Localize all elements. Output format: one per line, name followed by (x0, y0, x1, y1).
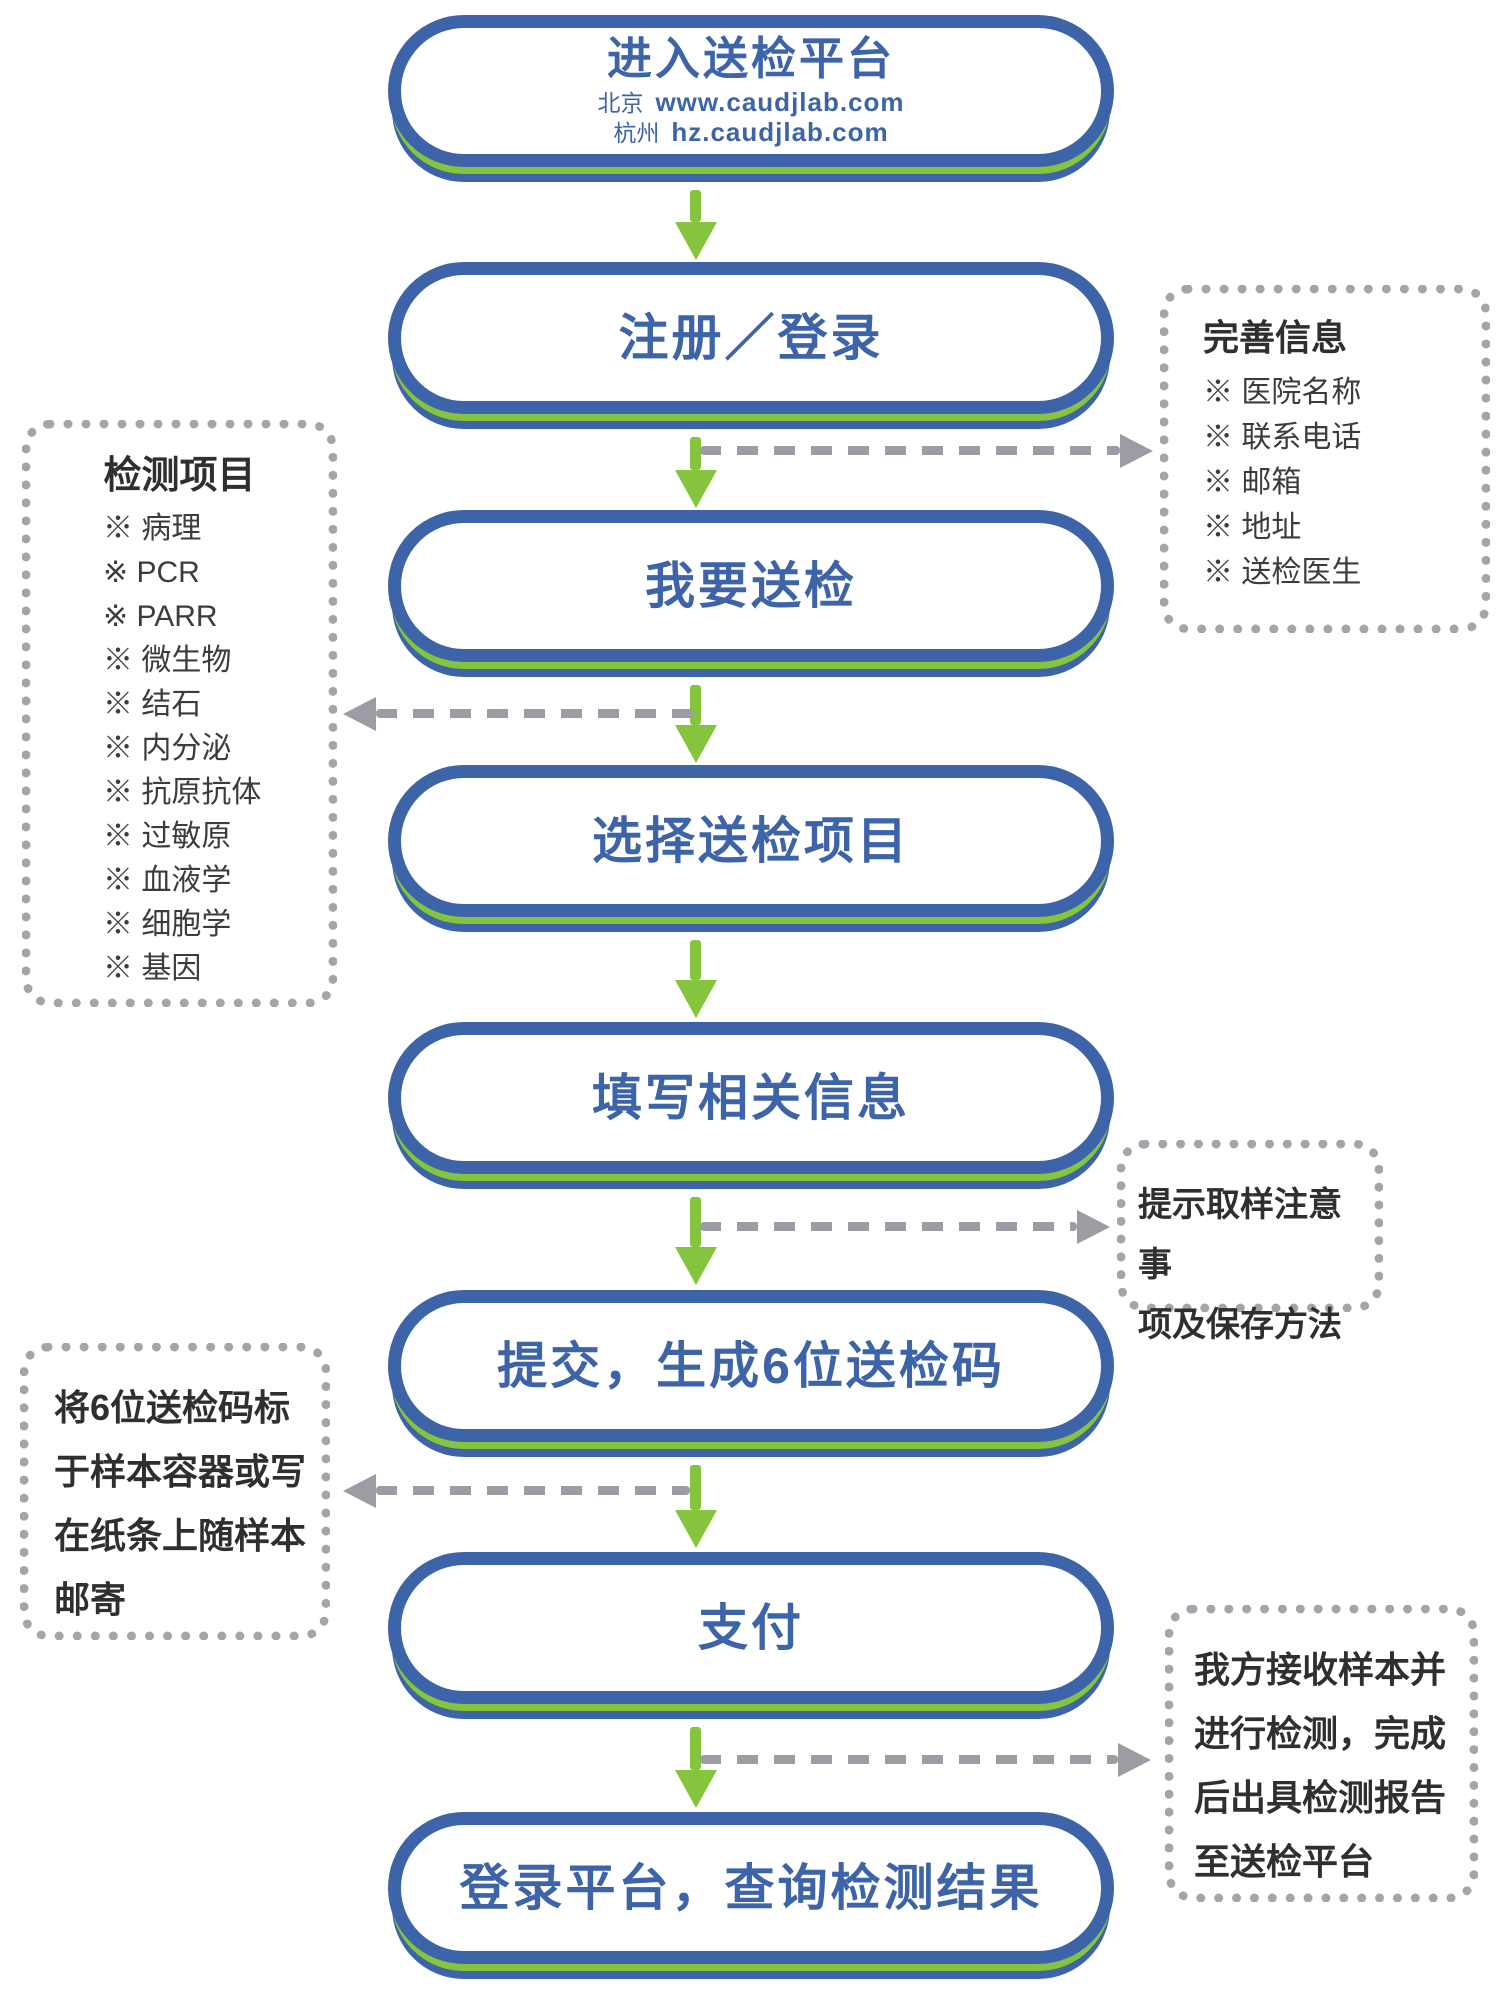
platform-url: www.caudjlab.com (655, 86, 905, 117)
node-title: 我要送检 (645, 557, 857, 614)
list-item: ※ 抗原抗体 (103, 776, 262, 809)
node-title: 支付 (698, 1599, 804, 1656)
list-item: ※ PARR (103, 600, 218, 633)
node-request-test: 我要送检 (388, 510, 1114, 662)
node-enter-platform: 进入送检平台 北京 www.caudjlab.com 杭州 hz.caudjla… (388, 15, 1114, 167)
dashed-connector-to-complete-info (700, 446, 1120, 455)
node-pay: 支付 (388, 1552, 1114, 1704)
list-item: ※ 基因 (103, 952, 202, 985)
list-item: ※ 送检医生 (1203, 556, 1362, 589)
node-submit-generate-code: 提交，生成6位送检码 (388, 1290, 1114, 1442)
list-item: ※ 血液学 (103, 864, 232, 897)
dashed-connector-to-code-label (376, 1486, 690, 1495)
list-item: ※ 结石 (103, 688, 202, 721)
box-text-line: 将6位送检码标 (54, 1387, 291, 1428)
box-title: 完善信息 (1203, 317, 1348, 358)
platform-url: hz.caudjlab.com (671, 116, 889, 147)
down-arrow-icon (690, 1197, 701, 1247)
dashed-connector-to-receive-test (700, 1755, 1118, 1764)
platform-url-hangzhou: 杭州 hz.caudjlab.com (613, 116, 889, 148)
node-query-results: 登录平台，查询检测结果 (388, 1812, 1114, 1964)
test-items-box: 检测项目 ※ 病理 ※ PCR ※ PARR ※ 微生物 ※ 结石 ※ 内分泌 … (22, 420, 337, 1007)
box-text-line: 至送检平台 (1194, 1841, 1375, 1882)
list-item: ※ 地址 (1203, 511, 1302, 544)
platform-url-beijing: 北京 www.caudjlab.com (597, 86, 905, 118)
node-register-login: 注册／登录 (388, 262, 1114, 414)
list-item: ※ 过敏原 (103, 820, 232, 853)
list-item: ※ 细胞学 (103, 908, 232, 941)
list-item: ※ 医院名称 (1203, 376, 1362, 409)
list-item: ※ PCR (103, 556, 200, 589)
list-item: ※ 内分泌 (103, 732, 232, 765)
city-label: 北京 (597, 89, 644, 116)
box-title: 检测项目 (103, 455, 256, 497)
node-title: 注册／登录 (618, 309, 884, 366)
sampling-tips-box: 提示取样注意事 项及保存方法 (1117, 1140, 1383, 1344)
down-arrow-icon (690, 437, 701, 470)
list-item: ※ 病理 (103, 512, 202, 545)
box-text-line: 邮寄 (54, 1579, 127, 1620)
box-text-line: 后出具检测报告 (1194, 1777, 1447, 1818)
box-text-line: 在纸条上随样本 (54, 1515, 307, 1556)
box-text-line: 进行检测，完成 (1194, 1713, 1447, 1754)
node-title: 登录平台，查询检测结果 (459, 1859, 1043, 1916)
list-item: ※ 联系电话 (1203, 421, 1362, 454)
receive-test-box: 我方接收样本并 进行检测，完成 后出具检测报告 至送检平台 (1165, 1605, 1478, 1902)
down-arrow-icon (690, 940, 701, 980)
dashed-connector-to-sampling-tips (700, 1222, 1077, 1231)
node-fill-info: 填写相关信息 (388, 1022, 1114, 1174)
down-arrow-icon (690, 685, 701, 725)
node-title: 提交，生成6位送检码 (497, 1337, 1005, 1394)
list-item: ※ 微生物 (103, 644, 232, 677)
box-text-line: 我方接收样本并 (1194, 1649, 1447, 1690)
city-label: 杭州 (613, 119, 660, 146)
node-title: 填写相关信息 (592, 1069, 910, 1126)
box-text-line: 于样本容器或写 (54, 1451, 307, 1492)
dashed-connector-to-test-items (376, 709, 695, 718)
complete-info-box: 完善信息 ※ 医院名称 ※ 联系电话 ※ 邮箱 ※ 地址 ※ 送检医生 (1160, 285, 1490, 633)
code-label-box: 将6位送检码标 于样本容器或写 在纸条上随样本 邮寄 (20, 1343, 330, 1640)
list-item: ※ 邮箱 (1203, 466, 1302, 499)
node-title: 进入送检平台 (606, 33, 895, 85)
down-arrow-icon (690, 1465, 701, 1510)
down-arrow-icon (690, 190, 701, 222)
down-arrow-icon (690, 1727, 701, 1770)
node-select-test-items: 选择送检项目 (388, 765, 1114, 917)
box-text-line: 提示取样注意事 (1138, 1186, 1342, 1284)
box-text-line: 项及保存方法 (1138, 1306, 1342, 1344)
node-title: 选择送检项目 (592, 812, 910, 869)
